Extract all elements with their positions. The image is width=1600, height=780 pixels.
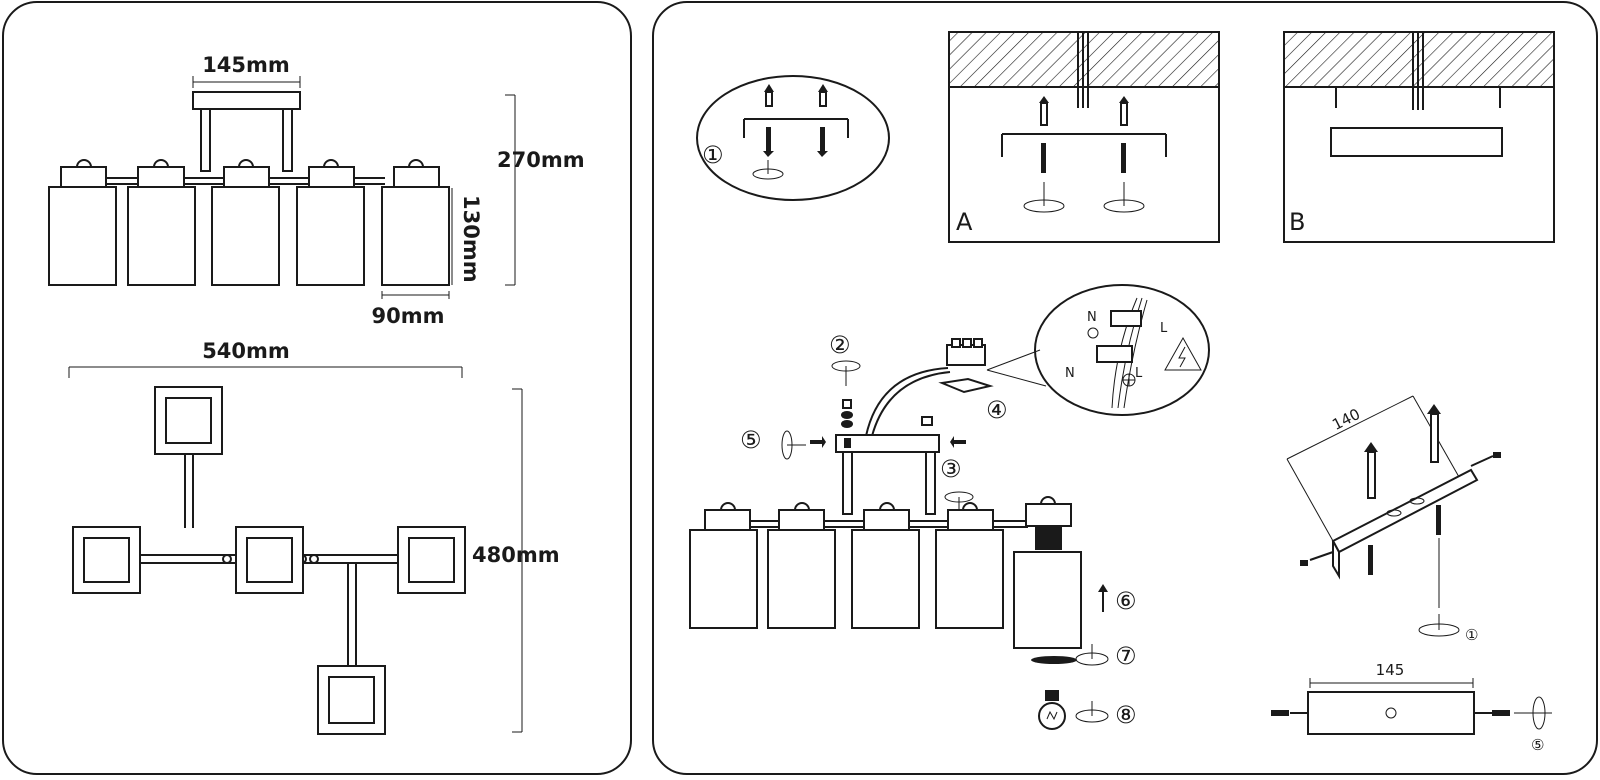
shade-1 (48, 159, 117, 286)
canopy-length-label: 145 (1376, 661, 1405, 679)
plan-shade-bottom (317, 665, 386, 735)
step-3-marker: ③ (940, 455, 962, 483)
anchor-icon (764, 84, 828, 107)
step-1-bubble: ① (696, 75, 890, 201)
shade-5 (381, 159, 450, 286)
side-elevation-view: 145mm 270mm 130mm 90mm (48, 53, 585, 328)
step-6-marker: ⑥ (1115, 587, 1137, 615)
assembly-shade-5 (1013, 496, 1082, 649)
rotate-arrow-icon (1514, 696, 1552, 730)
step-1-marker: ① (702, 141, 724, 169)
panel-b-label: B (1289, 208, 1305, 236)
left-panel (2, 1, 632, 775)
step-7-marker: ⑦ (1115, 642, 1137, 670)
screw-icon (763, 127, 828, 157)
bracket-detail: 140 ① (1286, 395, 1501, 644)
rotate-arrow-icon (1075, 644, 1109, 723)
wire-n-upper: N (1087, 310, 1097, 325)
total-height-label: 270mm (497, 148, 585, 172)
rotate-arrow-icon (752, 160, 784, 180)
bracket-step-1-marker: ① (1465, 626, 1478, 644)
shade-width-label: 90mm (372, 304, 445, 328)
total-depth-label: 480mm (472, 543, 560, 567)
electric-hazard-icon (1164, 336, 1202, 371)
earth-symbol-icon (1087, 327, 1136, 387)
wire-l-lower: L (1135, 366, 1143, 381)
rotate-arrow-icon (1418, 614, 1460, 637)
panel-a-label: A (956, 208, 973, 236)
canopy-width-label: 145mm (202, 53, 290, 77)
light-bulb-icon (1038, 690, 1066, 730)
step-2-marker: ② (829, 331, 851, 359)
plan-shade-center (235, 526, 304, 594)
step-8-marker: ⑧ (1115, 701, 1137, 729)
assembly-shade-3 (851, 502, 920, 629)
anchor-icon (1364, 404, 1441, 499)
assembly-shade-2 (767, 502, 836, 629)
plan-shade-top (154, 386, 223, 455)
shade-2 (127, 159, 196, 286)
canopy-bracket-detail: 145 ⑤ (1271, 661, 1552, 754)
assembly-shade-1 (689, 502, 758, 629)
panel-a: A (948, 31, 1220, 243)
wire-l-upper: L (1160, 321, 1168, 336)
step-4-marker: ④ (986, 396, 1008, 424)
top-plan-view: 540mm 480mm (68, 339, 560, 735)
canopy-step-5-marker: ⑤ (1531, 736, 1544, 754)
assembly-shade-4 (935, 502, 1004, 629)
plan-shade-right (397, 526, 466, 594)
wiring-detail-bubble: N L N L (986, 284, 1210, 416)
plan-shade-left (72, 526, 141, 594)
shade-4 (296, 159, 365, 286)
chandelier-assembly: ② ③ ④ ⑤ ⑥ ⑦ ⑧ (689, 331, 1137, 730)
shade-height-label: 130mm (459, 195, 483, 283)
right-panel (652, 1, 1598, 775)
rotate-arrow-icon (781, 360, 974, 510)
shade-3 (211, 159, 280, 286)
panel-b: B (1283, 31, 1555, 243)
step-5-marker: ⑤ (740, 426, 762, 454)
screw-icon (1300, 452, 1501, 608)
total-length-label: 540mm (202, 339, 290, 363)
wire-n-lower: N (1065, 366, 1075, 381)
